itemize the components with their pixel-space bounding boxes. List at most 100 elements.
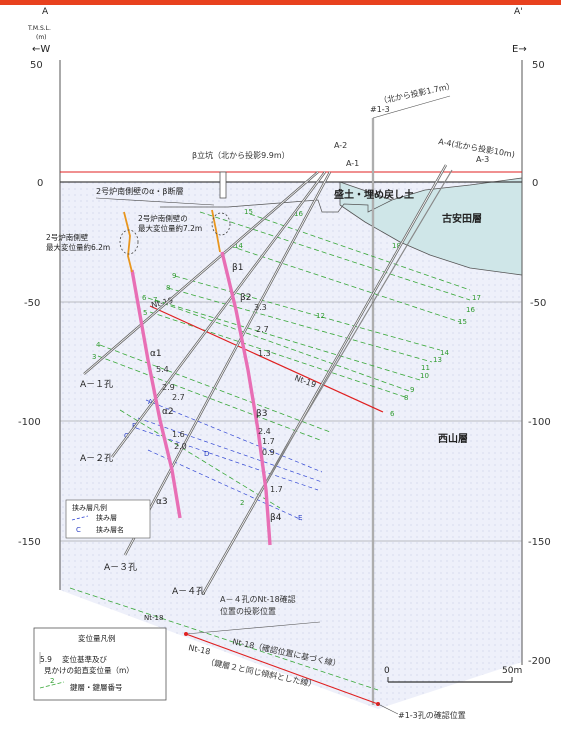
kb-r9: 9 (410, 386, 414, 394)
legend-disp-item1a: 変位基準及び (62, 654, 107, 664)
i3-leader (372, 95, 451, 119)
left-tick-0: 0 (37, 178, 43, 189)
legend-thin-beds: 挟み層凡例 挟み層 C 挟み層名 (65, 499, 151, 539)
hole-a1: A－１孔 (80, 379, 113, 390)
kb-8: 8 (166, 284, 170, 292)
wall-s2: 最大変位量約6.2m (46, 242, 110, 252)
wall-orange-left (123, 211, 133, 273)
beta4: β4 (270, 513, 282, 523)
beta-pit (219, 171, 227, 199)
v-2-7a: 2.7 (256, 325, 269, 334)
fill-soil-label: 盛土・埋め戻し土 (334, 188, 414, 201)
legend-disp-marker2: 2 (50, 677, 54, 685)
i3-confirm-leader (377, 703, 399, 715)
top-a1: A-1 (346, 159, 359, 168)
i3-label: #1-3 (370, 105, 390, 114)
v-1-7b: 1.7 (270, 485, 283, 494)
legend-thin-marker: C (76, 526, 81, 534)
hole-a4: A－４孔 (172, 586, 205, 597)
kb-14: 14 (234, 242, 243, 250)
right-tick-m50: -50 (530, 298, 546, 309)
circle-wall-right (211, 212, 231, 236)
v-1-7a: 1.7 (262, 437, 275, 446)
kb-r14: 14 (440, 349, 449, 357)
kb-r11: 11 (421, 364, 430, 372)
circle-wall-left (119, 229, 139, 255)
left-tick-m100: -100 (18, 417, 41, 428)
fault-title-leader (95, 197, 215, 206)
kb-16: 16 (294, 210, 303, 218)
east-label: E→ (512, 44, 527, 55)
kb-4: 4 (96, 341, 101, 349)
kb-r10: 10 (420, 372, 429, 380)
top-a3: A-3 (476, 155, 489, 164)
kb-r12: 12 (316, 312, 325, 320)
nt18-point (184, 632, 188, 636)
v-2-0: 2.0 (174, 442, 187, 451)
kb-9: 9 (172, 272, 176, 280)
right-tick-m100: -100 (528, 417, 551, 428)
v-2-9: 2.9 (162, 383, 175, 392)
kb-r8: 8 (404, 394, 408, 402)
legend-disp-item2: 鍵層・鍵層番号 (70, 682, 123, 692)
left-tick-m50: -50 (24, 298, 40, 309)
legend-thin-item2: 挟み層名 (96, 525, 124, 534)
west-label: ←W (32, 44, 50, 55)
wall-n: 2号炉南側壁の (138, 213, 188, 223)
elev-unit: T.M.S.L. (27, 25, 51, 32)
kb-15: 15 (244, 208, 253, 216)
fault-title: 2号炉南側壁のα・β断層 (96, 186, 183, 196)
alpha2: α2 (162, 407, 174, 417)
v-3-3: 3.3 (254, 303, 267, 312)
wall-s: 2号炉南側壁 (46, 232, 89, 242)
legend-thin-item1: 挟み層 (96, 513, 117, 522)
hole-a3: A－３孔 (104, 562, 137, 573)
nt18-green: Nt-18 (144, 614, 163, 622)
wall-n2: 最大変位量約7.2m (138, 223, 202, 233)
v-0-9: 0.9 (262, 448, 275, 457)
v-1-6: 1.6 (172, 430, 185, 439)
kb-3: 3 (92, 353, 96, 361)
kb-2: 2 (240, 499, 244, 507)
thin-a: A (148, 398, 153, 406)
point-a-prime: A' (514, 7, 523, 17)
legend-disp-item1b: 見かけの鉛直変位量（m） (44, 665, 134, 675)
kb-7: 7 (153, 296, 157, 304)
thin-e: E (298, 514, 302, 522)
legend-disp-title: 変位量凡例 (78, 633, 116, 643)
i3-label2: （北から投影1.7m） (378, 80, 455, 106)
fault-beta (220, 251, 272, 546)
kb-r17: 17 (472, 294, 481, 302)
nt18-a4: A－４孔のNt-18確認 (220, 594, 296, 604)
beta1: β1 (232, 263, 243, 273)
top-a2: A-2 (334, 141, 347, 150)
kb-r13: 13 (433, 356, 442, 364)
nishiyama-label: 西山層 (438, 432, 468, 445)
right-tick-m150: -150 (528, 537, 551, 548)
section-body (60, 182, 522, 709)
i3-confirm-label: #1-3孔の確認位置 (398, 710, 466, 720)
scale-50: 50m (502, 666, 522, 676)
legend-disp-marker1: 5.9 (40, 655, 52, 664)
nt19-red-line (149, 305, 384, 413)
v-5-4: 5.4 (156, 365, 169, 374)
alpha1: α1 (150, 349, 162, 359)
kb-r16: 16 (466, 306, 475, 314)
kb-5: 5 (143, 309, 147, 317)
wall-orange-right (211, 209, 221, 253)
nt18-projection-leader (185, 621, 321, 635)
kb-6: 6 (142, 294, 147, 302)
kb-r15: 15 (458, 318, 467, 326)
furuyasuda-label: 古安田層 (442, 212, 482, 225)
elev-unit-m: (m) (36, 34, 47, 41)
thin-d: D (204, 450, 209, 458)
right-tick-0: 0 (532, 178, 538, 189)
nt18-red-line (185, 633, 379, 705)
v-2-7b: 2.7 (172, 393, 185, 402)
borehole-a3-right (254, 169, 453, 501)
fill-soil-outline (160, 199, 393, 213)
v-2-4: 2.4 (258, 427, 271, 436)
beta2: β2 (240, 293, 251, 303)
furuyasuda-layer (339, 177, 523, 276)
